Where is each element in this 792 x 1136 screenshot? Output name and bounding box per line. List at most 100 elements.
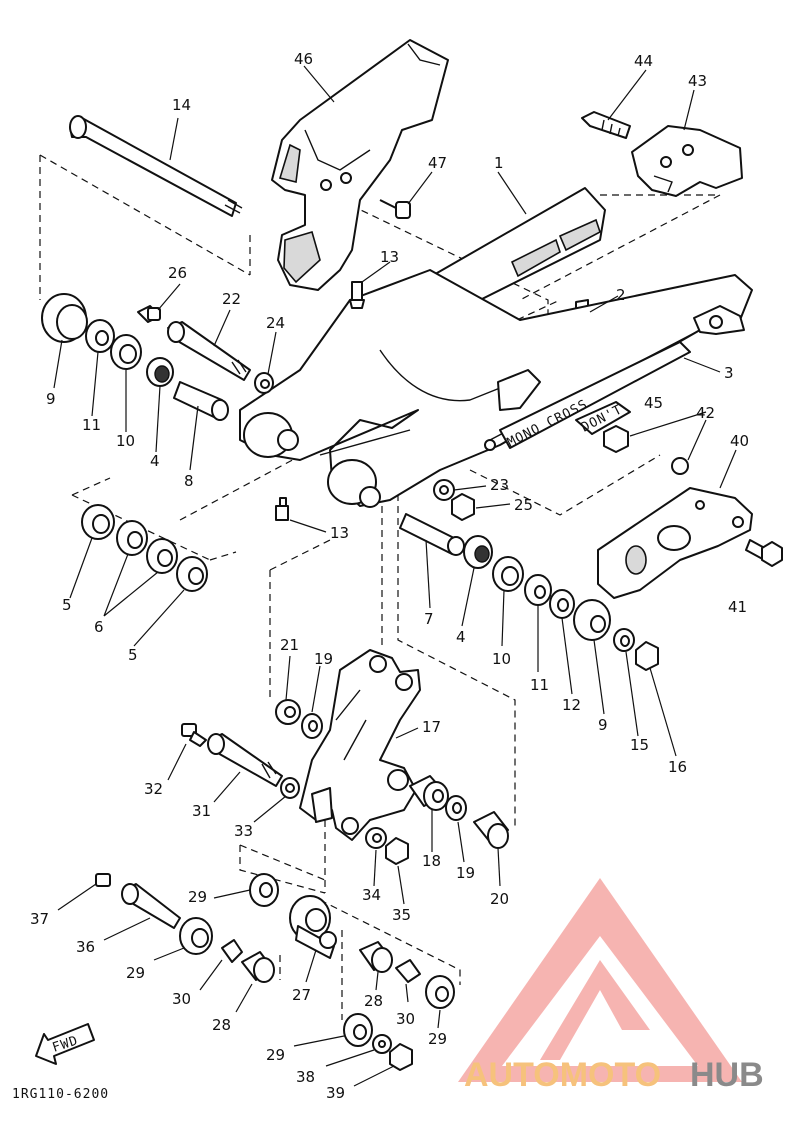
washer-12 bbox=[549, 589, 575, 619]
callout-5-upper: 5 bbox=[62, 596, 72, 614]
collar-11-right bbox=[524, 574, 552, 606]
callout-43: 43 bbox=[688, 72, 707, 90]
callout-40: 40 bbox=[730, 432, 749, 450]
grease-nipple-32 bbox=[181, 723, 207, 747]
washer-24 bbox=[254, 372, 274, 394]
callout-19-upper: 19 bbox=[314, 650, 333, 668]
bearing-4-left bbox=[146, 357, 174, 387]
callout-28-left: 28 bbox=[212, 1016, 231, 1034]
callout-17: 17 bbox=[422, 718, 441, 736]
callout-29-bottom: 29 bbox=[266, 1046, 285, 1064]
callout-13-top: 13 bbox=[380, 248, 399, 266]
callout-12: 12 bbox=[562, 696, 581, 714]
collar-7 bbox=[399, 513, 465, 556]
callout-46: 46 bbox=[294, 50, 313, 68]
bush-6-a bbox=[116, 520, 148, 556]
oil-seal-10-right bbox=[492, 556, 524, 592]
callout-24: 24 bbox=[266, 314, 285, 332]
callout-5-lower: 5 bbox=[128, 646, 138, 664]
callout-41: 41 bbox=[728, 598, 747, 616]
callout-14: 14 bbox=[172, 96, 191, 114]
callout-8: 8 bbox=[184, 472, 194, 490]
collar-8 bbox=[173, 381, 229, 421]
callout-42: 42 bbox=[696, 404, 715, 422]
nut-16 bbox=[635, 641, 659, 671]
callout-6: 6 bbox=[94, 618, 104, 636]
callout-25: 25 bbox=[514, 496, 533, 514]
callout-16: 16 bbox=[668, 758, 687, 776]
washer-15 bbox=[613, 628, 635, 652]
chain-guide-46 bbox=[271, 39, 449, 291]
collar-11-left bbox=[85, 319, 115, 353]
callout-33: 33 bbox=[234, 822, 253, 840]
bolt-44 bbox=[581, 111, 631, 139]
callout-30-right: 30 bbox=[396, 1010, 415, 1028]
bolt-36 bbox=[121, 883, 181, 929]
diagram-code: 1RG110-6200 bbox=[12, 1087, 109, 1102]
bush-18 bbox=[409, 775, 449, 811]
callout-26: 26 bbox=[168, 264, 187, 282]
seal-19-upper bbox=[301, 713, 323, 739]
grease-nipple-13-top bbox=[349, 281, 365, 309]
callout-11-right: 11 bbox=[530, 676, 549, 694]
callout-30-left: 30 bbox=[172, 990, 191, 1008]
washer-38 bbox=[372, 1034, 392, 1054]
seal-19-lower bbox=[445, 795, 467, 821]
callout-34: 34 bbox=[362, 886, 381, 904]
callout-18: 18 bbox=[422, 852, 441, 870]
grease-nipple-13-bottom bbox=[275, 497, 289, 521]
automotohub-watermark-logo: AUTOMOTO HUB bbox=[458, 878, 764, 1094]
fwd-arrow-icon: FWD bbox=[35, 1023, 95, 1065]
callout-4-left: 4 bbox=[150, 452, 160, 470]
bolt-31 bbox=[207, 733, 283, 787]
washer-42 bbox=[671, 457, 689, 475]
bracket-43 bbox=[631, 125, 743, 197]
callout-19-lower: 19 bbox=[456, 864, 475, 882]
pivot-shaft-14 bbox=[69, 115, 243, 217]
pivot-bolt-22 bbox=[167, 321, 251, 381]
callout-38: 38 bbox=[296, 1068, 315, 1086]
grease-nipple-37 bbox=[95, 873, 111, 887]
washer-5-lower bbox=[176, 556, 208, 592]
washer-34 bbox=[365, 827, 387, 849]
nut-25 bbox=[451, 493, 475, 521]
callout-47: 47 bbox=[428, 154, 447, 172]
callout-10-left: 10 bbox=[116, 432, 135, 450]
callout-20: 20 bbox=[490, 890, 509, 908]
callout-9-right: 9 bbox=[598, 716, 608, 734]
chain-guide-40 bbox=[597, 487, 753, 599]
callout-4-right: 4 bbox=[456, 628, 466, 646]
leader-lines bbox=[53, 65, 737, 1087]
bush-29-upper bbox=[249, 873, 279, 907]
callout-13-bottom: 13 bbox=[330, 524, 349, 542]
callout-31: 31 bbox=[192, 802, 211, 820]
callout-35: 35 bbox=[392, 906, 411, 924]
callout-39: 39 bbox=[326, 1084, 345, 1102]
callout-32: 32 bbox=[144, 780, 163, 798]
bush-28-left bbox=[241, 951, 275, 983]
bush-29-bottom bbox=[343, 1013, 373, 1047]
callout-36: 36 bbox=[76, 938, 95, 956]
callout-23: 23 bbox=[490, 476, 509, 494]
bush-29-left bbox=[179, 917, 213, 955]
callout-10-right: 10 bbox=[492, 650, 511, 668]
oil-seal-9-left bbox=[41, 293, 88, 343]
callout-29-left: 29 bbox=[126, 964, 145, 982]
screw-47 bbox=[379, 199, 411, 219]
callout-2: 2 bbox=[616, 286, 626, 304]
callout-11-left: 11 bbox=[82, 416, 101, 434]
watermark-brand-part1: AUTOMOTO bbox=[464, 1056, 661, 1094]
swingarm-3: MONO CROSS DON'T bbox=[239, 269, 753, 508]
collar-30-right bbox=[395, 959, 421, 983]
collar-30-left bbox=[221, 939, 243, 963]
nut-45 bbox=[603, 425, 629, 453]
callout-29-upper: 29 bbox=[188, 888, 207, 906]
callout-15: 15 bbox=[630, 736, 649, 754]
callout-44: 44 bbox=[634, 52, 653, 70]
callout-7: 7 bbox=[424, 610, 434, 628]
callout-9-left: 9 bbox=[46, 390, 56, 408]
callout-27: 27 bbox=[292, 986, 311, 1004]
bearing-4-right bbox=[463, 535, 493, 569]
callout-45: 45 bbox=[644, 394, 663, 412]
